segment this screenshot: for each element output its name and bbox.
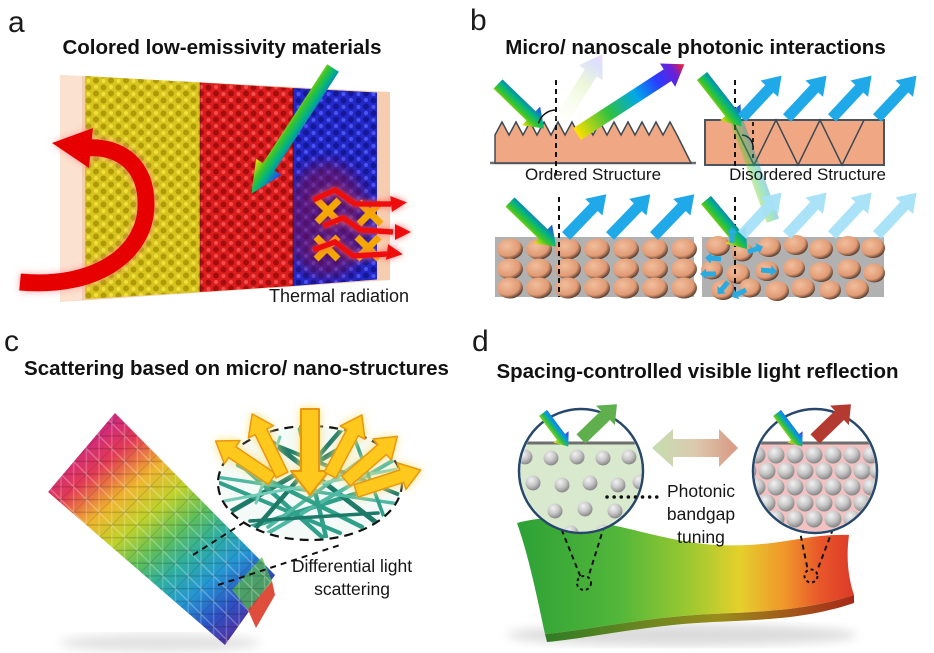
panel-d-title: Spacing-controlled visible light reflect… (496, 360, 899, 383)
thermal-radiation-arrow-icons (311, 186, 411, 260)
heat-tint (293, 162, 369, 278)
panel-b-label: b (470, 4, 487, 37)
photonic-bandgap-caption: Photonic bandgap tuning (666, 481, 736, 548)
faint-reflection-arrow-icon (554, 54, 603, 126)
panel-a-label: a (8, 6, 25, 39)
disordered-particle-diagram (696, 184, 926, 302)
thermal-radiation-caption: Thermal radiation (268, 286, 410, 306)
panel-a-title: Colored low-emissivity materials (62, 36, 382, 59)
red-section (200, 82, 293, 292)
broadband-reflection-arrow-icons (733, 67, 926, 127)
panel-d-label: d (472, 325, 489, 358)
ordered-particle-diagram (495, 185, 703, 299)
differential-scattering-caption: Differential light scattering (291, 556, 413, 599)
panel-b-illustration (488, 54, 926, 302)
dense-spheres (754, 446, 876, 528)
sparse-sphere-circle (517, 404, 645, 535)
scattering-arrow-icons (207, 406, 426, 506)
tuning-double-arrow-icon (652, 429, 738, 467)
zoom-connector-lines (192, 522, 341, 586)
panel-b-title: Micro/ nanoscale photonic interactions (505, 36, 886, 59)
disordered-structure-caption: Disordered Structure (729, 165, 886, 184)
panel-a-illustration (19, 64, 411, 302)
heat-flow-arrow-icon (19, 128, 155, 292)
spectral-reflection-arrow-icon (573, 63, 685, 140)
panel-d-illustration (507, 404, 879, 646)
incident-light-arrow-icon (251, 64, 339, 194)
dense-sphere-circle (751, 404, 879, 535)
disordered-particles (701, 235, 885, 301)
panel-c-illustration (48, 406, 426, 652)
angle-arc (537, 109, 557, 124)
mat-shadow (60, 634, 260, 652)
green-reflection-arrow-icon (576, 404, 617, 444)
panel-c-label: c (4, 325, 19, 358)
zoom-ellipse (207, 406, 426, 542)
photonic-sheet (517, 517, 854, 642)
structural-color-reflection-arrows (557, 185, 703, 245)
ordered-particles (497, 238, 697, 299)
ordered-structure-diagram (488, 54, 696, 178)
panel-c-title: Scattering based on micro/ nano-structur… (24, 357, 449, 380)
ordered-structure-caption: Ordered Structure (524, 165, 662, 184)
red-reflection-arrow-icon (810, 404, 851, 444)
